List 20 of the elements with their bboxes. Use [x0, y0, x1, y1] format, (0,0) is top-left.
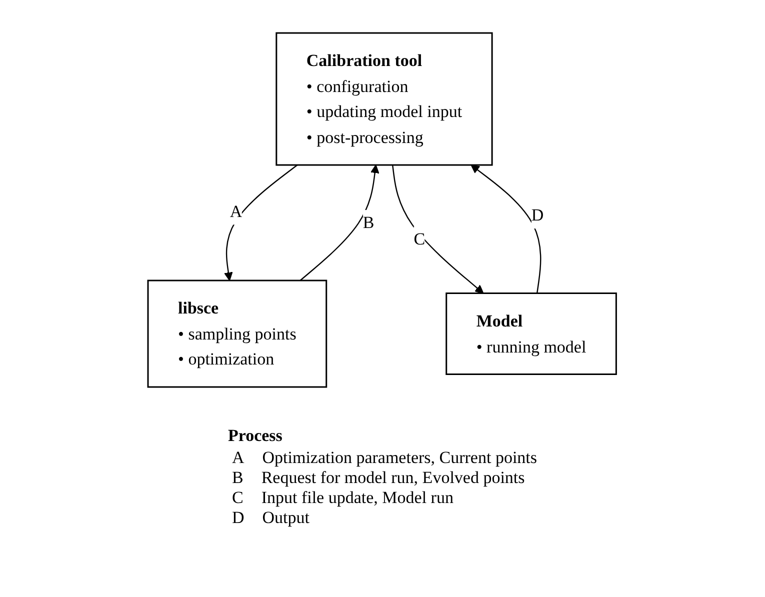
arrow — [300, 164, 380, 281]
arrow — [224, 164, 298, 281]
process-key: B — [232, 468, 244, 488]
process-description: Input file update, Model run — [261, 488, 454, 508]
edge-label: B — [363, 213, 375, 232]
node-box: libsce • sampling points • optimization — [148, 280, 328, 388]
process-key: D — [232, 508, 244, 528]
edge-label: A — [230, 202, 243, 221]
process-description: Optimization parameters, Current points — [262, 448, 538, 468]
process-description: Output — [262, 508, 310, 528]
node-box: Calibration tool • configuration • updating model input • post-processing — [276, 32, 494, 166]
edge-label: D — [532, 206, 544, 225]
arrow — [471, 164, 542, 294]
process-key: A — [232, 448, 244, 468]
process-description: Request for model run, Evolved points — [261, 468, 525, 488]
edge-label: C — [414, 229, 426, 248]
process-key: C — [232, 488, 244, 508]
node-box: Model • running model — [446, 292, 618, 375]
arrow — [392, 164, 484, 294]
legend-heading: Process — [228, 426, 284, 446]
